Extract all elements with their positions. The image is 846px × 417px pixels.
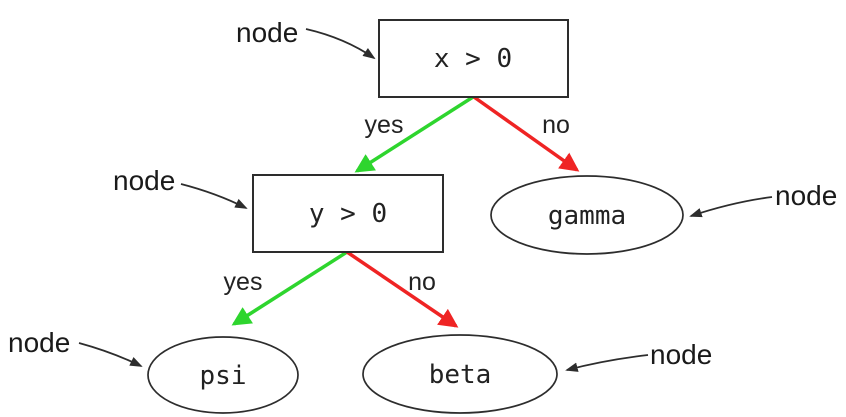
callout-arrow-root — [305, 28, 376, 60]
callout-label-psi: node — [8, 327, 70, 358]
callout-label-root: node — [236, 17, 298, 48]
leaf-node-beta-label: beta — [429, 360, 492, 390]
decision-node-cond2-label: y > 0 — [309, 199, 387, 229]
edge-root-no — [472, 95, 580, 172]
callout-label-cond2: node — [113, 165, 175, 196]
leaf-node-psi — [147, 336, 299, 414]
edge-label-no-root: no — [542, 111, 570, 139]
edge-root-yes — [354, 95, 474, 173]
callout-arrow-beta — [565, 354, 649, 372]
callout-arrow-cond2 — [180, 183, 248, 209]
edge-label-yes-root: yes — [365, 111, 404, 139]
callout-arrow-psi — [78, 342, 143, 367]
leaf-node-psi-label: psi — [200, 361, 247, 391]
callout-arrow-gamma — [689, 196, 773, 218]
leaf-node-beta — [362, 334, 558, 414]
edge-cond2-yes — [231, 250, 348, 326]
leaf-node-gamma — [490, 175, 684, 255]
edge-cond2-no — [346, 250, 459, 328]
leaf-node-gamma-label: gamma — [548, 201, 626, 231]
decision-node-cond2 — [252, 174, 444, 253]
edge-label-yes-cond2: yes — [224, 268, 263, 296]
callout-label-beta: node — [650, 339, 712, 370]
decision-node-root — [378, 19, 569, 98]
decision-node-root-label: x > 0 — [434, 44, 512, 74]
callout-label-gamma: node — [775, 180, 837, 211]
edge-label-no-cond2: no — [408, 268, 436, 296]
